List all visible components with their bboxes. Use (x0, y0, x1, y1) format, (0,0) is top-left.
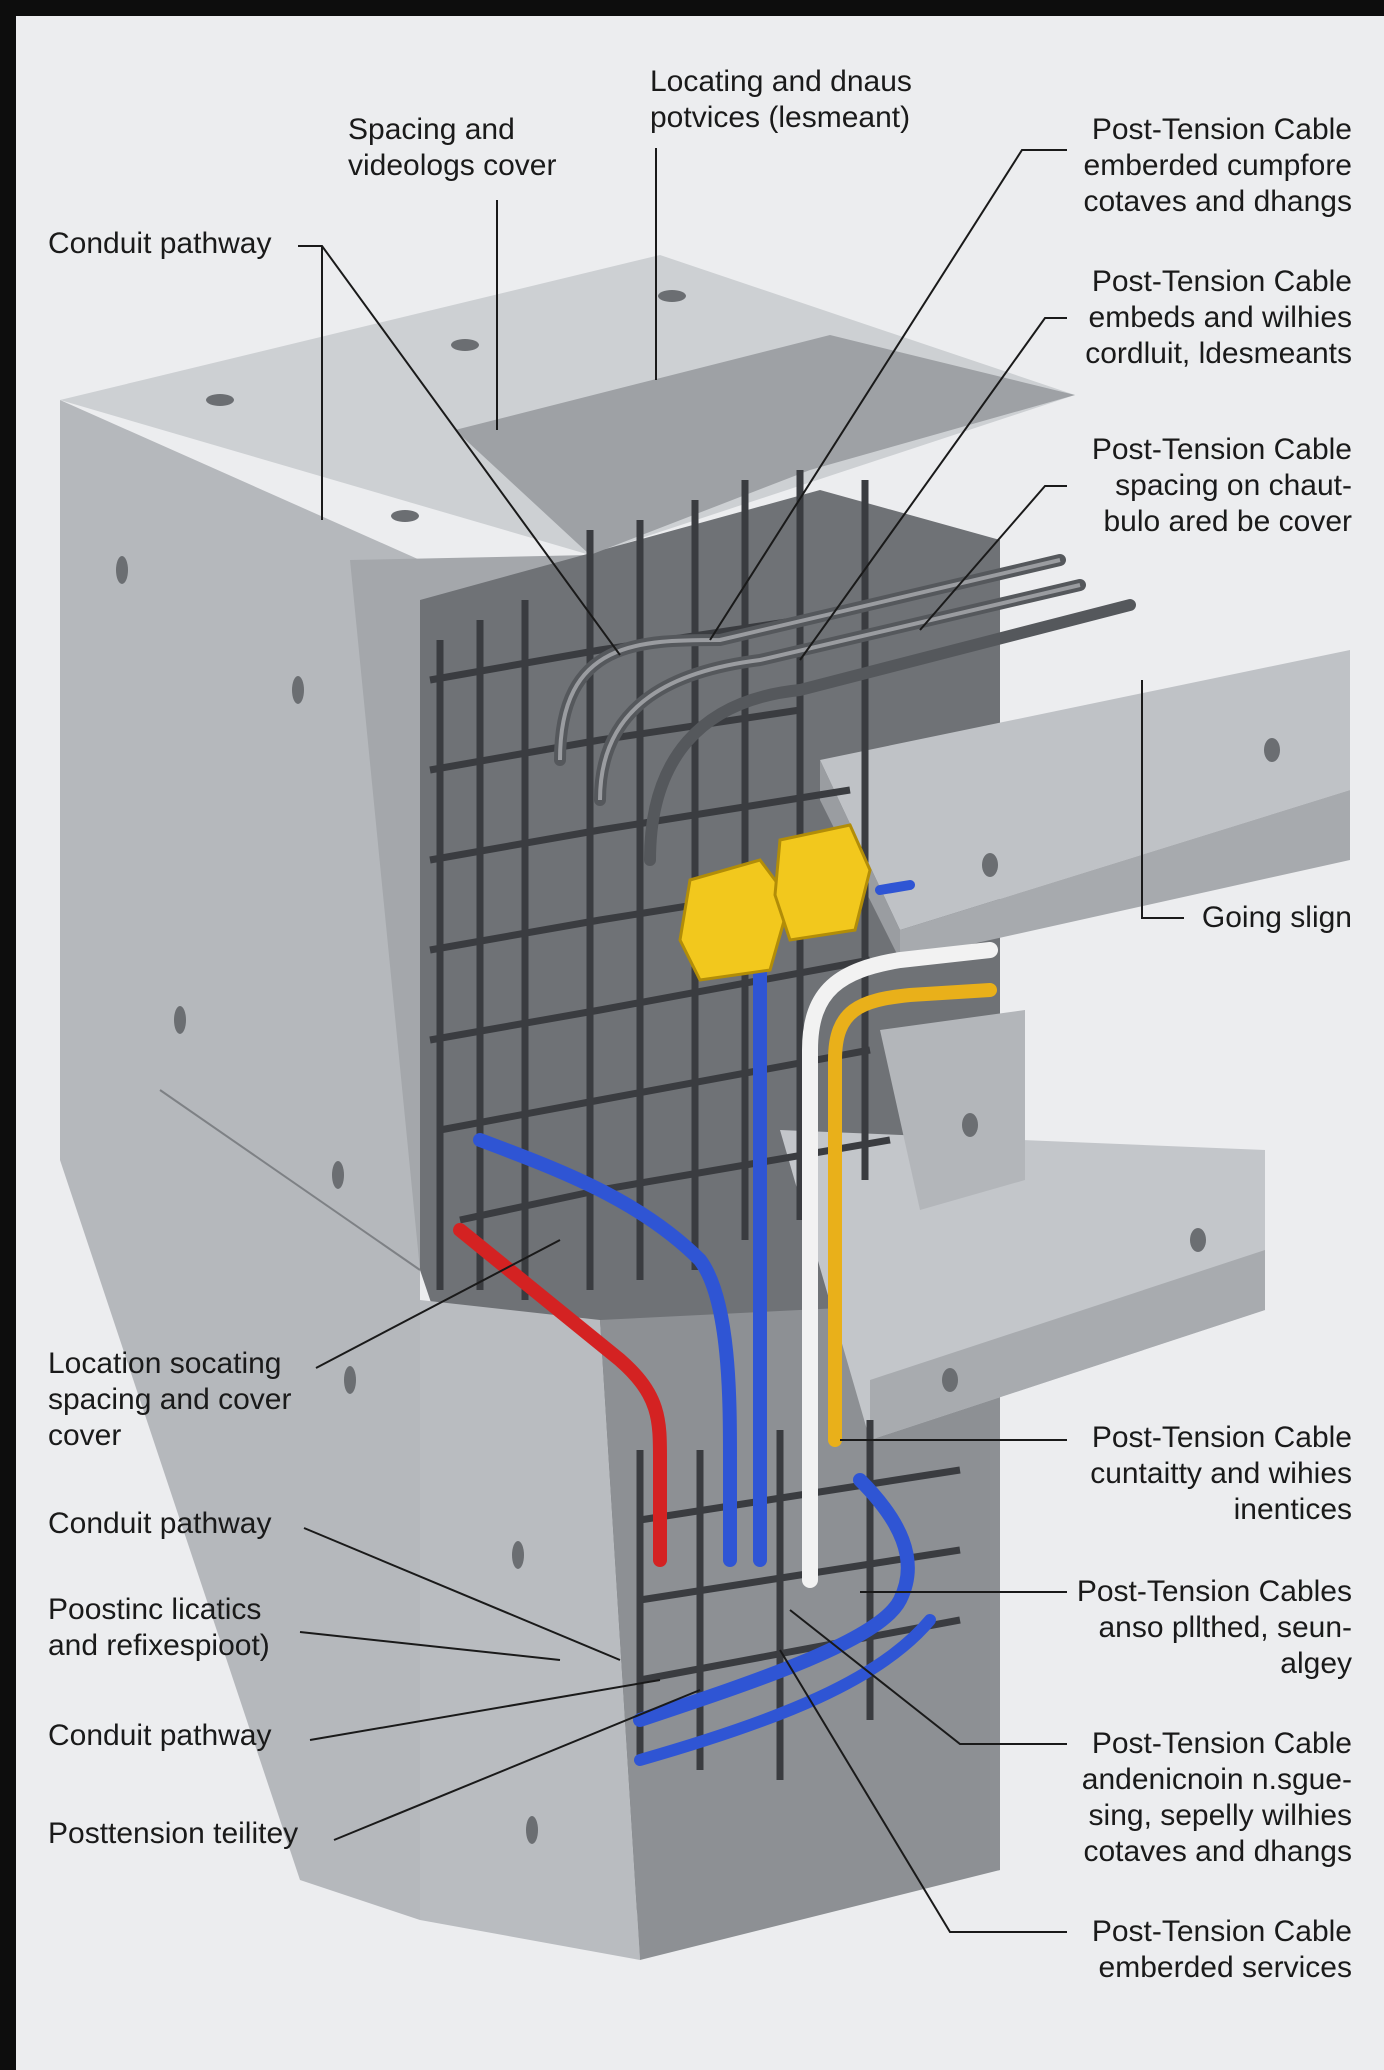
yellow-conduit (828, 983, 997, 1447)
blue-conduit-a (473, 1133, 737, 1567)
anchor-holes (116, 290, 1280, 1844)
post-tension-cable-highlights (558, 558, 1081, 801)
label-left-conduit-2: Conduit pathway (48, 1507, 272, 1540)
blue-conduit-d (634, 1614, 936, 1766)
leader-going-slign (1141, 680, 1184, 919)
red-conduit (453, 1223, 667, 1567)
label-left-posttension: Posttension teilitey (48, 1817, 299, 1850)
label-right-8: Post-Tension Cable emberded services (1091, 1915, 1352, 1984)
top-notch (455, 335, 1075, 555)
leader-right-8 (779, 1649, 1067, 1933)
leader-left-4 (299, 1631, 561, 1661)
lower-shelf-top (780, 1130, 1265, 1440)
label-right-1: Post-Tension Cable emberded cumpfore cot… (1083, 113, 1352, 218)
label-right-6: Post-Tension Cables anso pllthed, seun- … (1076, 1575, 1352, 1680)
leader-left-3 (303, 1527, 621, 1661)
label-right-2: Post-Tension Cable embeds and wilhies co… (1085, 265, 1352, 370)
conduits (453, 880, 998, 1766)
leader-right-7 (789, 1609, 1067, 1745)
leader-left-5 (309, 1679, 661, 1741)
label-left-conduit-1: Conduit pathway (48, 227, 272, 260)
lower-shelf-front (870, 1250, 1265, 1440)
lower-block-face (420, 1300, 640, 1960)
label-left-conduit-3: Conduit pathway (48, 1719, 272, 1752)
label-right-7: Post-Tension Cable andenicnoin n.sgue- s… (1081, 1727, 1352, 1868)
small-block (880, 1010, 1025, 1210)
leader-left-6 (333, 1689, 701, 1841)
label-locating: Locating and dnaus potvices (lesmeant) (650, 65, 912, 134)
leader-lines (298, 148, 1184, 1933)
upper-shelf-front (900, 790, 1350, 960)
joint-line (159, 1089, 421, 1271)
leader-right-3 (919, 485, 1067, 631)
leader-right-1 (709, 149, 1067, 641)
blue-conduit-stub (875, 880, 915, 895)
label-left-poostinc: Poostinc licatics and refixespioot) (48, 1593, 270, 1662)
leader-left-2 (315, 1239, 561, 1369)
label-right-3: Post-Tension Cable spacing on chaut- bul… (1091, 433, 1352, 538)
concrete-column (60, 255, 1350, 1960)
leader-right-2 (799, 317, 1067, 661)
blue-conduit-c (633, 1473, 915, 1727)
junction-box (678, 823, 872, 982)
upper-shelf-top (820, 650, 1350, 930)
label-left-location: Location socating spacing and cover cove… (48, 1347, 292, 1452)
label-right-going-slign: Going slign (1201, 901, 1352, 934)
white-conduit (802, 942, 998, 1588)
column-left-face (60, 400, 420, 1920)
label-spacing-video: Spacing and videologs cover (348, 113, 557, 182)
label-right-5: Post-Tension Cable cuntaitty and wihies … (1090, 1421, 1352, 1526)
